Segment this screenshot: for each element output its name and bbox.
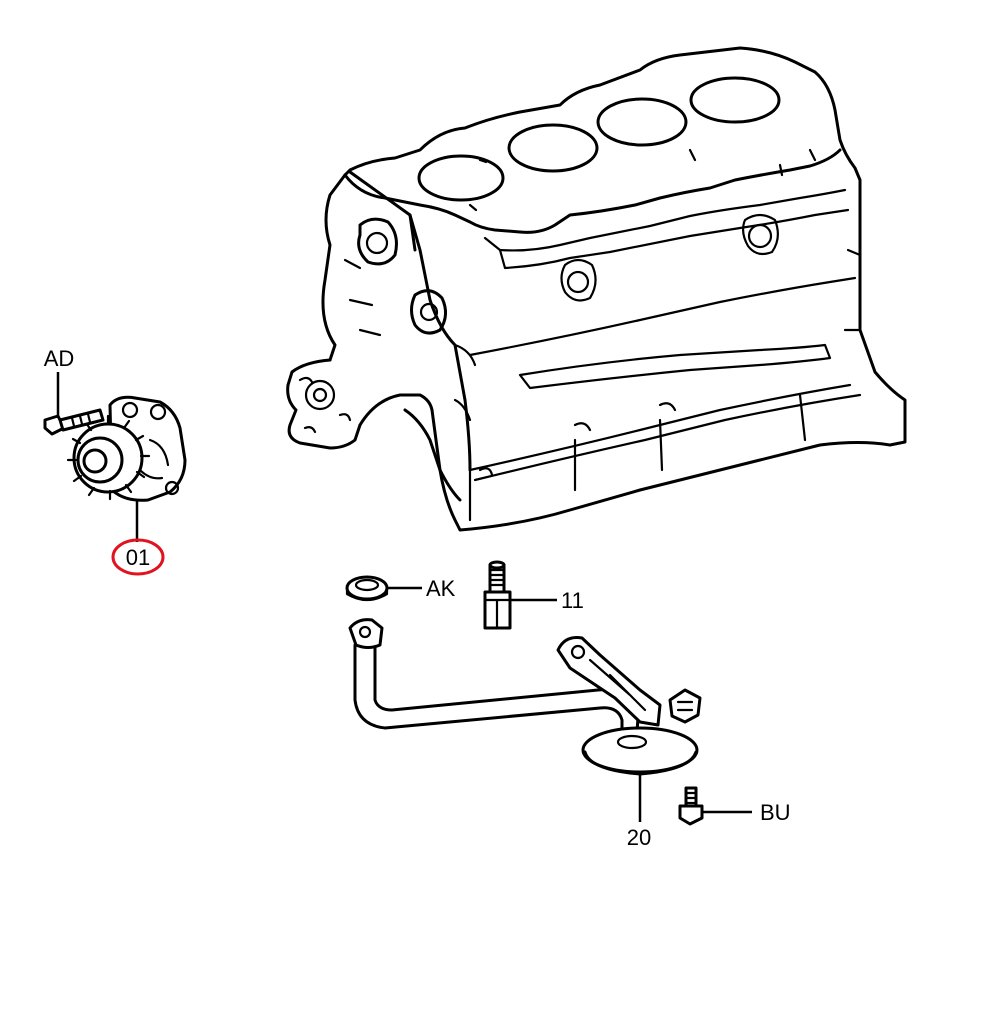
highlight-ring [111, 538, 165, 576]
label-20[interactable]: 20 [627, 825, 651, 850]
bolt-bu[interactable] [678, 786, 704, 826]
oil-pump[interactable] [66, 395, 187, 502]
label-11[interactable]: 11 [561, 588, 584, 613]
gasket-ak[interactable] [345, 575, 389, 602]
stud-11[interactable] [483, 560, 512, 630]
callout-labels: AD 01 AK 11 20 BU [44, 346, 791, 850]
cylinder-bore-4 [689, 76, 781, 124]
label-bu[interactable]: BU [760, 800, 791, 825]
bolt-ad[interactable] [43, 408, 105, 436]
label-01[interactable]: 01 [126, 545, 150, 570]
oil-strainer[interactable] [348, 618, 702, 776]
cylinder-bore-3 [596, 97, 688, 147]
front-seal-bore [304, 379, 336, 411]
cylinder-bore-2 [507, 123, 599, 173]
pump-drive-gear [66, 414, 151, 501]
front-boss-upper [357, 217, 398, 266]
label-ak[interactable]: AK [426, 576, 456, 601]
label-ad[interactable]: AD [44, 346, 75, 371]
cylinder-bore-1 [417, 154, 505, 202]
leader-lines [56, 372, 752, 822]
engine-block [286, 46, 907, 532]
